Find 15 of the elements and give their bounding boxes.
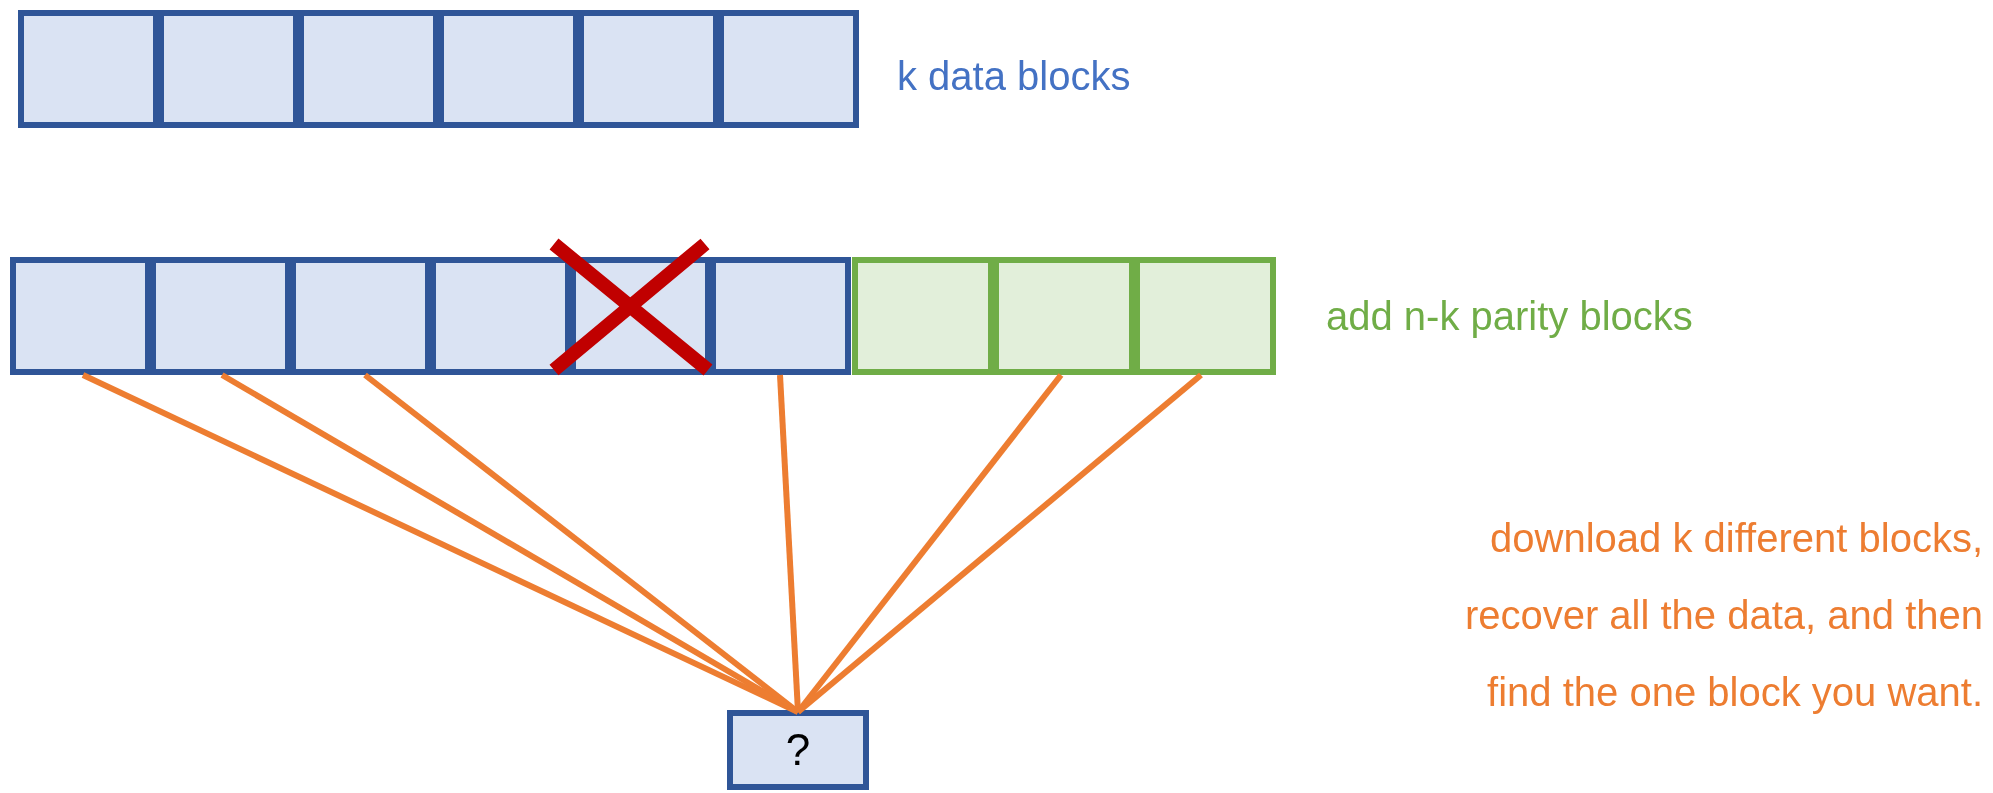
connector-line: [796, 372, 1203, 715]
connector-line: [795, 373, 1064, 714]
data-block: [718, 10, 859, 128]
connector-line: [363, 372, 800, 715]
data-blocks-label: k data blocks: [897, 53, 1132, 100]
parity-block: [852, 257, 994, 375]
data-block: [18, 10, 159, 128]
instruction-text: download k different blocks, recover all the data, and then find the one block you want.: [1463, 515, 1983, 716]
parity-blocks-label: add n-k parity blocks: [1326, 293, 1694, 340]
parity-block: [1134, 257, 1276, 375]
connector-line: [220, 372, 800, 715]
question-mark-text: ?: [785, 725, 811, 775]
question-box: [727, 710, 869, 790]
data-block: [10, 257, 151, 375]
data-block: [710, 257, 851, 375]
